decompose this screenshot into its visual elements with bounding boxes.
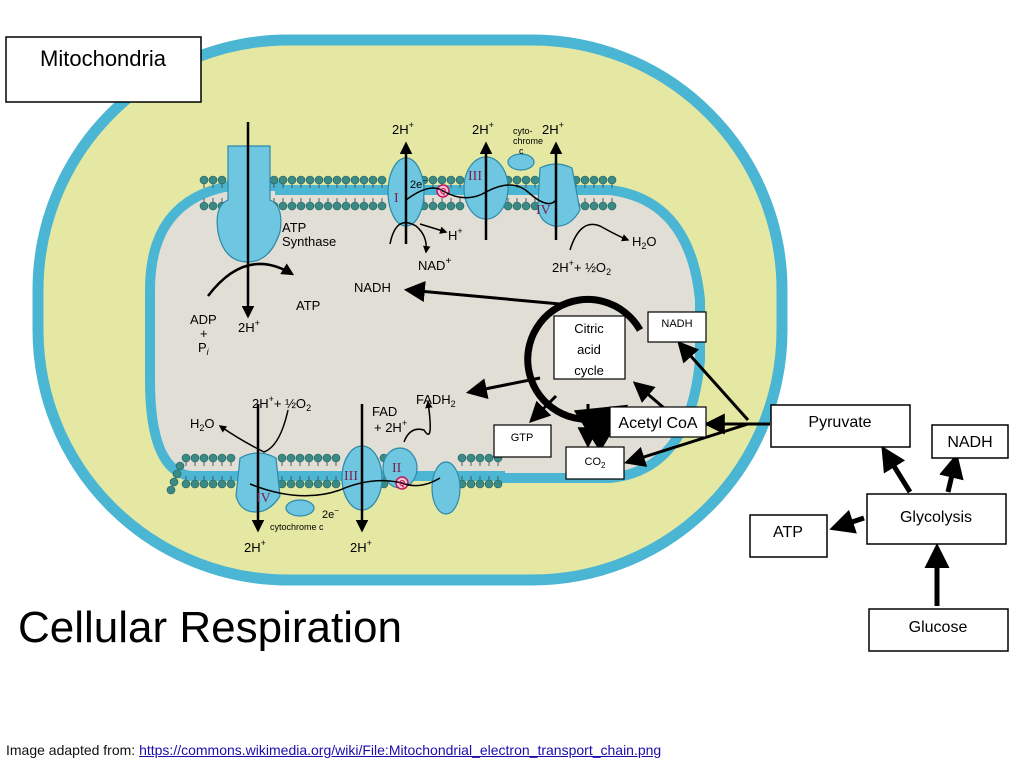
gtp-label: GTP [511,432,534,444]
h2o-label-bottom: H2O [190,416,215,433]
oxygen-to-water-arrow-bottom [218,409,289,453]
oxygen-label-bottom: 2H++ ½O2 [252,394,311,413]
proton-label-complex-i: 2H+ [392,120,414,137]
two-e-label-top: 2e− [410,176,427,191]
mitochondria-label-box [5,36,202,103]
h-release-arrow [419,223,448,234]
cytochrome-c-top [507,153,535,171]
q-label-top: Q [440,187,446,196]
fad-to-fadh2-arrow [403,400,433,443]
glycolysis-to-pyruvate-arrow [881,445,913,494]
credit-prefix: Image adapted from: [6,742,140,758]
gtp-box [493,424,552,458]
q-label-bottom: Q [399,479,405,488]
pyruvate-to-nadh-arrow [677,340,750,422]
nadh-cycle-label: NADH [661,318,692,330]
bottom-lipid-bilayer [166,453,503,495]
nadh-glycolysis-box [931,424,1009,459]
glycolysis-to-nadh-arrow [939,453,964,493]
complex-iii-label: III [468,169,482,184]
cytochrome-label-1: cyto- [513,126,533,136]
nad-label: NAD+ [418,256,451,273]
fadh2-label: FADH2 [416,392,456,409]
proton-label-bottom-iii: 2H+ [350,538,372,555]
fad-label: FAD [372,404,397,419]
cycle-to-gtp-arrow [529,394,558,423]
oxygen-label-top: 2H++ ½O2 [552,258,611,277]
glycolysis-label: Glycolysis [900,509,972,526]
complex-iv-label: IV [536,203,551,218]
cytochrome-c-label-bottom: cytochrome c [270,522,324,532]
acetyl-coa-box [609,406,707,438]
glucose-box [868,608,1009,652]
h2o-label-top: H2O [632,234,657,251]
atp-glycolysis-box [749,514,828,558]
pyruvate-box [770,404,911,448]
cytochrome-label-2: chrome [513,136,543,146]
cycle-to-fadh2-arrow [465,376,541,400]
acetyl-coa-label: Acetyl CoA [618,415,697,432]
mitochondria-label: Mitochondria [40,46,167,71]
protein-bottom-right [431,461,461,515]
atp-matrix-label: ATP [296,298,320,313]
adp-to-atp-arrow [207,262,295,297]
page-title: Cellular Respiration [18,603,402,652]
complex-iv-bottom-label: IV [256,491,271,506]
two-e-label-bottom: 2e− [322,506,339,521]
acetyl-to-cycle-arrow [632,381,665,410]
adp-label: ADP [190,312,217,327]
complex-iv-top [537,163,581,227]
nadh-cycle-box [647,311,707,343]
glycolysis-box [866,493,1007,545]
pi-label: Pi [198,340,210,357]
complex-ii-bottom-label: II [392,461,402,476]
oxygen-to-water-arrow-top [569,223,630,251]
citric-acid-cycle-box [553,315,626,380]
citric-label-2: acid [577,342,601,357]
fad-plus-label: + 2H+ [374,418,407,435]
cytochrome-c-bottom [285,499,315,517]
nadh-matrix-label: NADH [354,280,391,295]
nadh-glycolysis-label: NADH [947,434,992,451]
citric-label-1: Citric [574,321,604,336]
atp-glycolysis-label: ATP [773,524,803,541]
proton-label-complex-iii: 2H+ [472,120,494,137]
credit-link[interactable]: https://commons.wikimedia.org/wiki/File:… [139,742,662,758]
top-lipid-bilayer [199,175,617,211]
atp-synthase-label-2: Synthase [282,234,336,249]
image-credit: Image adapted from: https://commons.wiki… [6,742,661,758]
cytochrome-label-3: c [519,146,524,156]
electron-path-bottom [249,477,441,497]
proton-label-atp-synthase: 2H+ [238,318,260,335]
citric-label-3: cycle [574,363,604,378]
nadh-to-nad-arrow [389,221,431,254]
complex-iii-bottom-label: III [344,469,358,484]
pyruvate-to-co2-arrow [623,422,749,467]
glucose-label: Glucose [909,619,968,636]
adp-plus-label: + [200,326,208,341]
h-label-top: H+ [448,226,463,243]
citric-acid-cycle-ring [524,295,644,452]
pyruvate-label: Pyruvate [808,414,871,431]
proton-label-bottom-iv: 2H+ [244,538,266,555]
co2-label: CO2 [585,456,607,470]
complex-i-label: I [394,191,399,206]
glycolysis-to-atp-arrow [829,509,865,534]
atp-synthase-label-1: ATP [282,220,306,235]
cycle-to-nadh-arrow [403,281,561,306]
co2-box [565,446,625,480]
proton-label-complex-iv: 2H+ [542,120,564,137]
